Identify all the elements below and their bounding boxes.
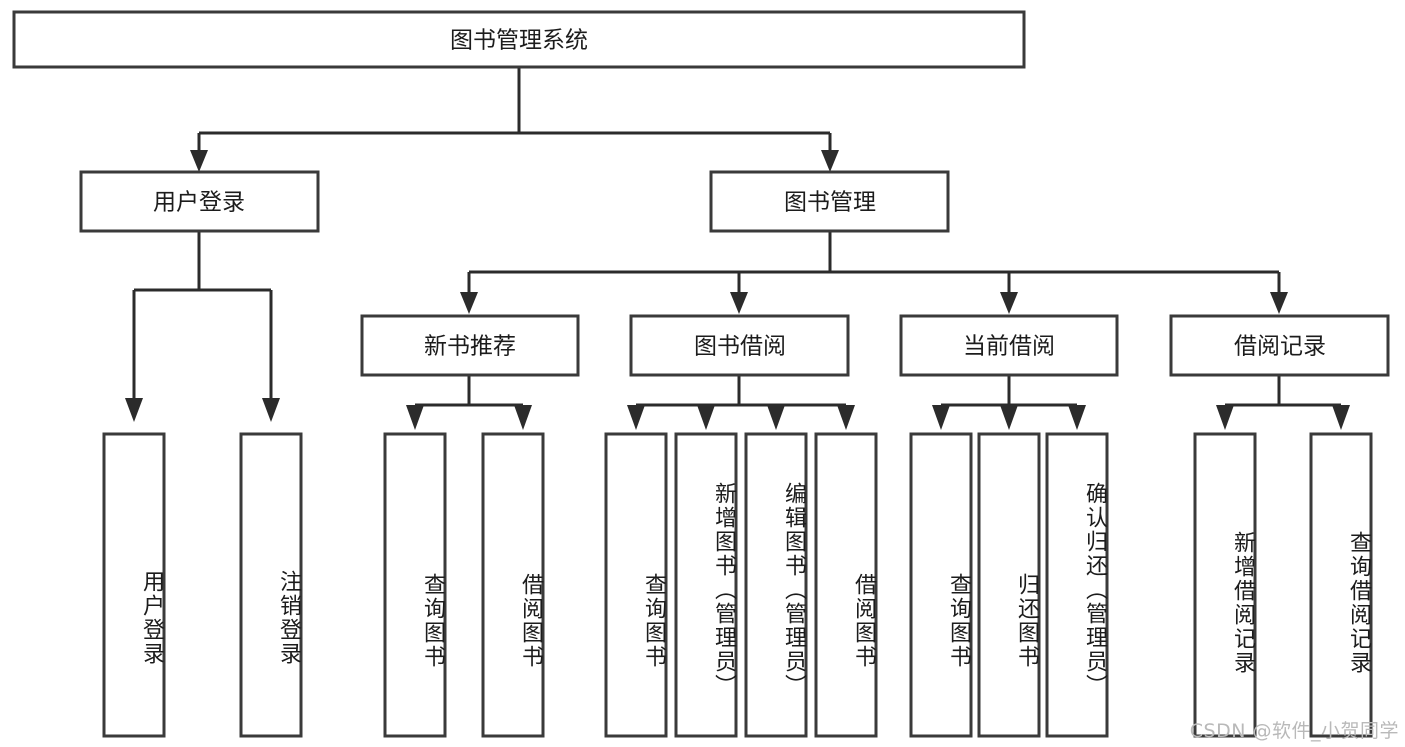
connector-borrow-to-leaves	[627, 375, 855, 430]
leaf-box-group-current-borrow	[909, 432, 1109, 738]
leaf-box[interactable]	[102, 432, 166, 738]
leaf-box[interactable]	[977, 432, 1041, 738]
leaf-box-group-user-login	[102, 432, 303, 738]
connector-recommend-to-leaves	[406, 375, 532, 430]
connector-bookmgmt-to-level3	[460, 231, 1288, 314]
leaf-box[interactable]	[604, 432, 668, 738]
node-book-borrow[interactable]: 图书借阅	[629, 314, 850, 377]
connector-root-to-level2	[190, 67, 839, 172]
node-borrow-records-label: 借阅记录	[1234, 334, 1326, 360]
node-root-label: 图书管理系统	[450, 28, 588, 54]
leaf-box[interactable]	[1193, 432, 1257, 738]
node-book-management[interactable]: 图书管理	[709, 170, 950, 233]
leaf-box[interactable]	[383, 432, 447, 738]
node-user-login[interactable]: 用户登录	[79, 170, 320, 233]
node-new-book-recommend[interactable]: 新书推荐	[360, 314, 580, 377]
leaf-box[interactable]	[1045, 432, 1109, 738]
node-root[interactable]: 图书管理系统	[12, 10, 1026, 69]
leaf-box-group-new-book-recommend	[383, 432, 545, 738]
node-book-borrow-label: 图书借阅	[694, 334, 786, 360]
leaf-box[interactable]	[1309, 432, 1373, 738]
node-user-login-label: 用户登录	[153, 190, 245, 216]
leaf-box[interactable]	[239, 432, 303, 738]
watermark: CSDN @软件_小贺同学	[1189, 720, 1399, 742]
connector-current-to-leaves	[932, 375, 1086, 430]
leaf-box-group-borrow-records	[1193, 432, 1373, 738]
node-new-book-recommend-label: 新书推荐	[424, 334, 516, 360]
leaf-box[interactable]	[674, 432, 738, 738]
leaf-box-group-book-borrow	[604, 432, 878, 738]
leaf-box[interactable]	[744, 432, 808, 738]
leaf-box[interactable]	[909, 432, 973, 738]
node-borrow-records[interactable]: 借阅记录	[1169, 314, 1390, 377]
connector-userlogin-to-leaves	[125, 231, 280, 422]
leaf-box[interactable]	[814, 432, 878, 738]
leaf-box[interactable]	[481, 432, 545, 738]
connector-records-to-leaves	[1216, 375, 1350, 430]
node-current-borrow[interactable]: 当前借阅	[899, 314, 1119, 377]
node-book-management-label: 图书管理	[784, 190, 876, 216]
node-current-borrow-label: 当前借阅	[963, 334, 1055, 360]
